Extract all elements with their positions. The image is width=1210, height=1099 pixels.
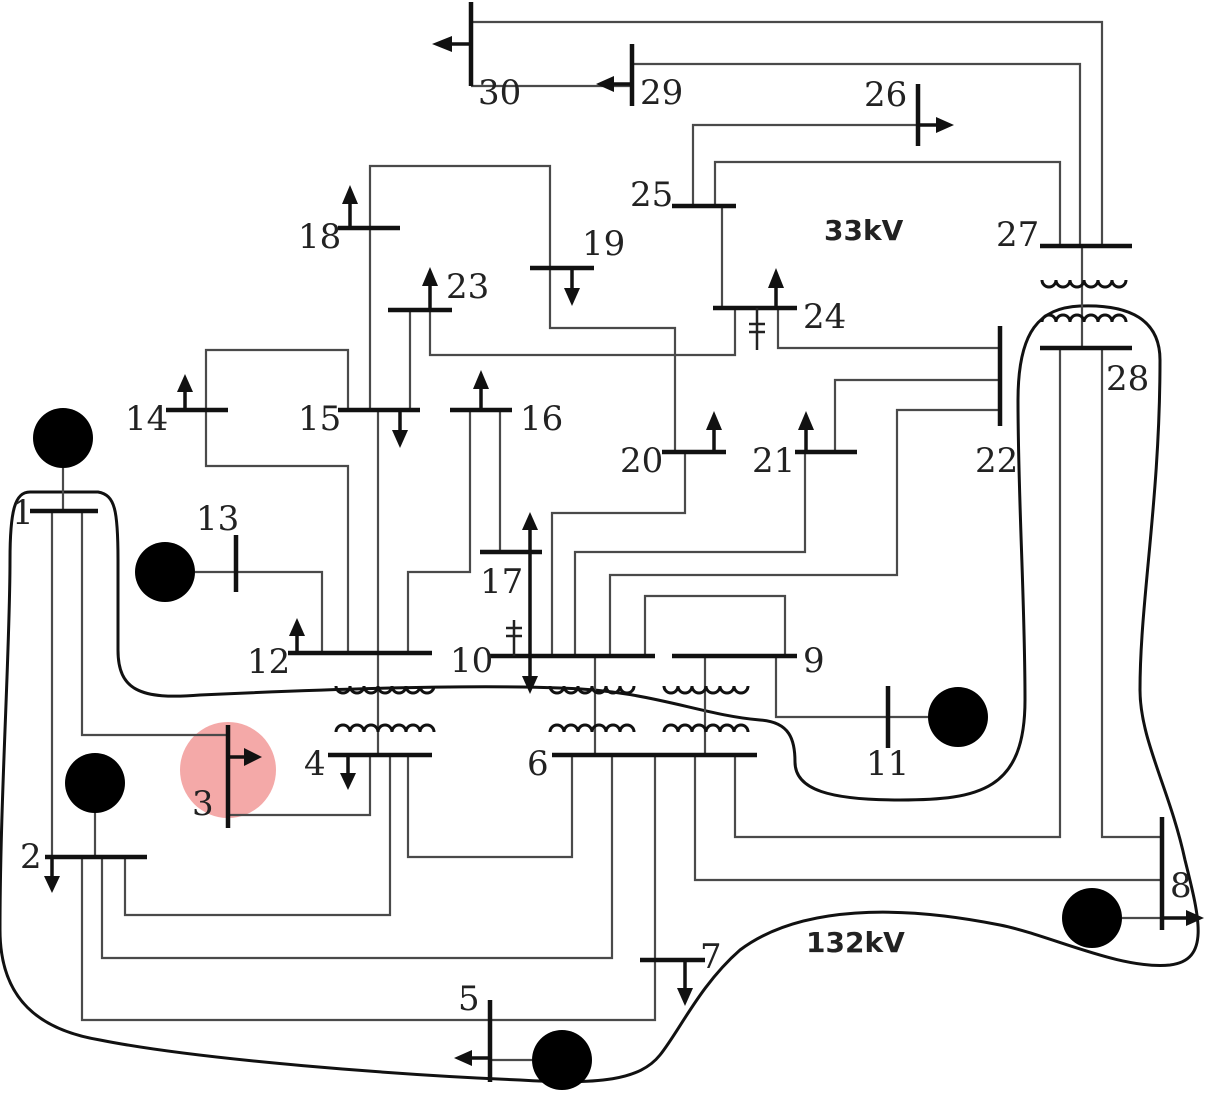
bus-label-2: 2 xyxy=(20,837,42,877)
bus-label-27: 27 xyxy=(996,215,1039,255)
bus-label-22: 22 xyxy=(975,441,1018,481)
bus-label-5: 5 xyxy=(458,979,480,1019)
bus-labels: 1 2 3 4 5 6 7 8 9 10 11 12 13 14 15 16 1… xyxy=(12,73,1192,1019)
bus-label-11: 11 xyxy=(866,744,909,784)
bus-label-30: 30 xyxy=(478,73,521,113)
generator-bus-11-icon xyxy=(928,687,988,747)
generator-bus-8-icon xyxy=(1062,888,1122,948)
transformers xyxy=(334,279,1128,733)
capacitors xyxy=(506,308,765,656)
bus-label-14: 14 xyxy=(125,399,168,439)
generator-bus-5-icon xyxy=(532,1030,592,1090)
zone-132kv-boundary xyxy=(0,304,1200,1084)
transmission-lines xyxy=(50,20,1162,1062)
bus-label-16: 16 xyxy=(520,399,563,439)
bus-label-23: 23 xyxy=(446,267,489,307)
bus-label-3: 3 xyxy=(192,784,214,824)
bus-label-10: 10 xyxy=(450,641,493,681)
bus-label-8: 8 xyxy=(1170,866,1192,906)
busbars xyxy=(30,2,1165,1082)
bus-label-25: 25 xyxy=(630,175,673,215)
zone-label-132kv: 132kV xyxy=(806,926,905,959)
bus-label-28: 28 xyxy=(1106,359,1149,399)
bus-label-9: 9 xyxy=(803,641,825,681)
bus-label-19: 19 xyxy=(582,224,625,264)
bus-label-26: 26 xyxy=(864,75,907,115)
generator-bus-2-icon xyxy=(65,753,125,813)
generator-bus-13-icon xyxy=(135,542,195,602)
bus-label-12: 12 xyxy=(247,642,290,682)
generator-bus-1-icon xyxy=(33,408,93,468)
bus-label-15: 15 xyxy=(298,399,341,439)
bus-label-17: 17 xyxy=(480,562,523,602)
bus-label-20: 20 xyxy=(620,441,663,481)
zone-label-33kv: 33kV xyxy=(824,214,904,247)
bus-label-29: 29 xyxy=(640,73,683,113)
bus-label-18: 18 xyxy=(298,217,341,257)
loads xyxy=(44,36,1204,1066)
bus-label-6: 6 xyxy=(527,744,549,784)
bus-label-7: 7 xyxy=(700,937,722,977)
bus-label-4: 4 xyxy=(304,744,326,784)
bus-label-21: 21 xyxy=(752,441,795,481)
bus-label-1: 1 xyxy=(12,493,34,533)
bus-label-13: 13 xyxy=(196,499,239,539)
bus-label-24: 24 xyxy=(803,297,846,337)
